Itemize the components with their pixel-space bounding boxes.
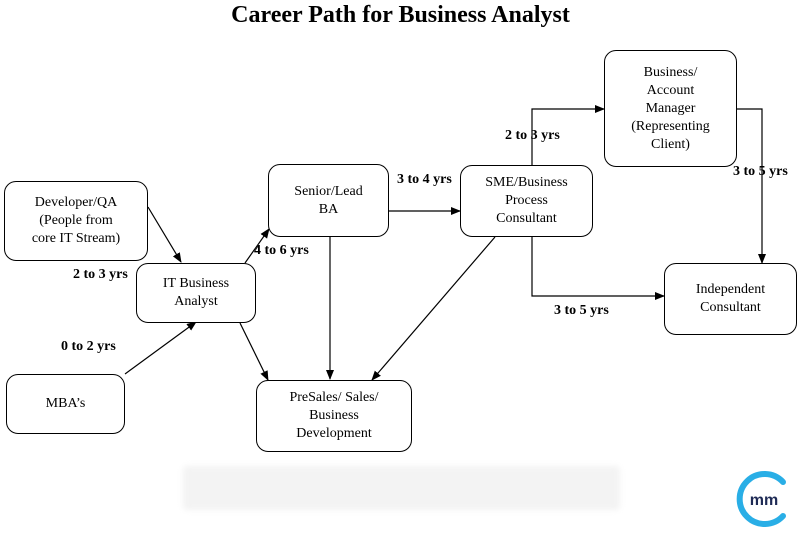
label-mba-to-ba: 0 to 2 yrs [61, 339, 116, 354]
arrow-sme-to-independent [531, 237, 665, 300]
blurred-watermark [183, 466, 620, 510]
arrow-mba-to-ba [124, 321, 197, 375]
logo-icon: mm [736, 471, 786, 527]
label-manager-to-independent: 3 to 5 yrs [733, 164, 788, 179]
node-sme-consultant: SME/Business Process Consultant [460, 165, 593, 237]
node-it-business-analyst: IT Business Analyst [136, 263, 256, 323]
label-sme-to-manager: 2 to 3 yrs [505, 128, 560, 143]
label-sme-to-independent: 3 to 5 yrs [554, 303, 609, 318]
label-ba-to-senior: 4 to 6 yrs [254, 243, 309, 258]
node-senior-lead-ba: Senior/Lead BA [268, 164, 389, 237]
node-mba: MBA’s [6, 374, 125, 434]
arrow-manager-to-independent [737, 108, 766, 264]
node-developer-qa: Developer/QA (People from core IT Stream… [4, 181, 148, 261]
arrow-dev-to-ba [147, 206, 182, 263]
node-account-manager: Business/ Account Manager (Representing … [604, 50, 737, 167]
arrow-sme-to-manager [531, 105, 605, 165]
label-dev-to-ba: 2 to 3 yrs [73, 267, 128, 282]
logo: mm [733, 468, 795, 530]
label-senior-to-sme: 3 to 4 yrs [397, 172, 452, 187]
arrow-ba-to-presales [239, 322, 269, 381]
diagram-title: Career Path for Business Analyst [231, 2, 570, 28]
arrow-ba-to-senior [244, 228, 270, 264]
arrow-sme-to-presales [371, 236, 496, 381]
node-presales: PreSales/ Sales/ Business Development [256, 380, 412, 452]
logo-text: mm [750, 492, 778, 509]
node-independent-consultant: Independent Consultant [664, 263, 797, 335]
